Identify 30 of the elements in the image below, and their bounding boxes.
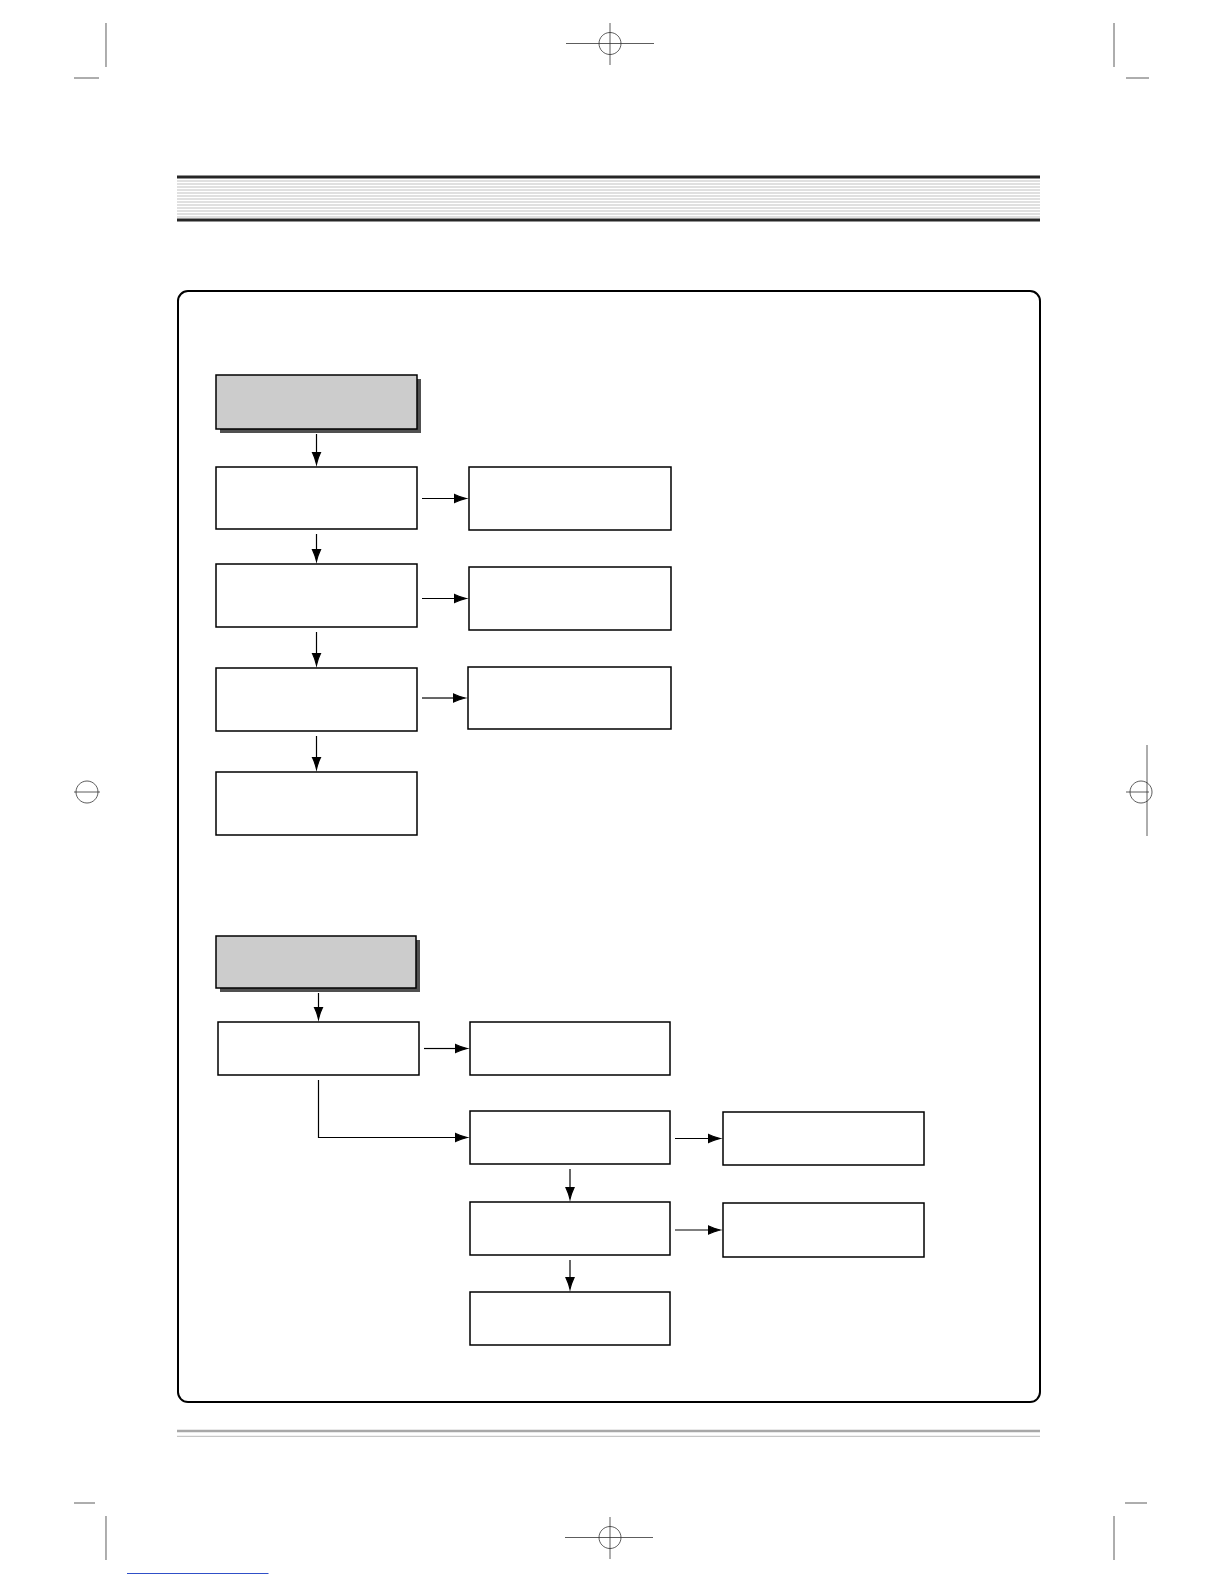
flow-box xyxy=(215,466,418,530)
flow-box xyxy=(469,1021,671,1076)
flow-box xyxy=(722,1202,925,1258)
arrow xyxy=(421,693,466,703)
flow-box xyxy=(469,1201,671,1256)
arrow xyxy=(565,1259,575,1290)
arrow xyxy=(421,593,467,604)
arrow xyxy=(313,992,324,1020)
arrow xyxy=(311,631,322,666)
shaded-box xyxy=(215,374,421,433)
arrow xyxy=(311,735,322,770)
shaded-box xyxy=(215,935,420,992)
flow-box xyxy=(217,1021,420,1076)
arrow xyxy=(674,1133,721,1144)
arrow xyxy=(311,433,322,465)
flow-box xyxy=(468,566,672,631)
flow-box xyxy=(722,1111,925,1166)
flow-box xyxy=(469,1291,671,1346)
arrow xyxy=(421,493,467,504)
flow-box xyxy=(469,1110,671,1165)
arrow xyxy=(311,533,322,562)
flow-box xyxy=(215,667,418,732)
arrow xyxy=(423,1043,468,1054)
flow-box xyxy=(215,771,418,836)
arrow xyxy=(674,1225,721,1235)
arrow xyxy=(317,1079,468,1143)
flow-box xyxy=(468,466,672,531)
arrow xyxy=(565,1168,575,1200)
flow-box xyxy=(215,563,418,628)
flow-box xyxy=(467,666,672,730)
